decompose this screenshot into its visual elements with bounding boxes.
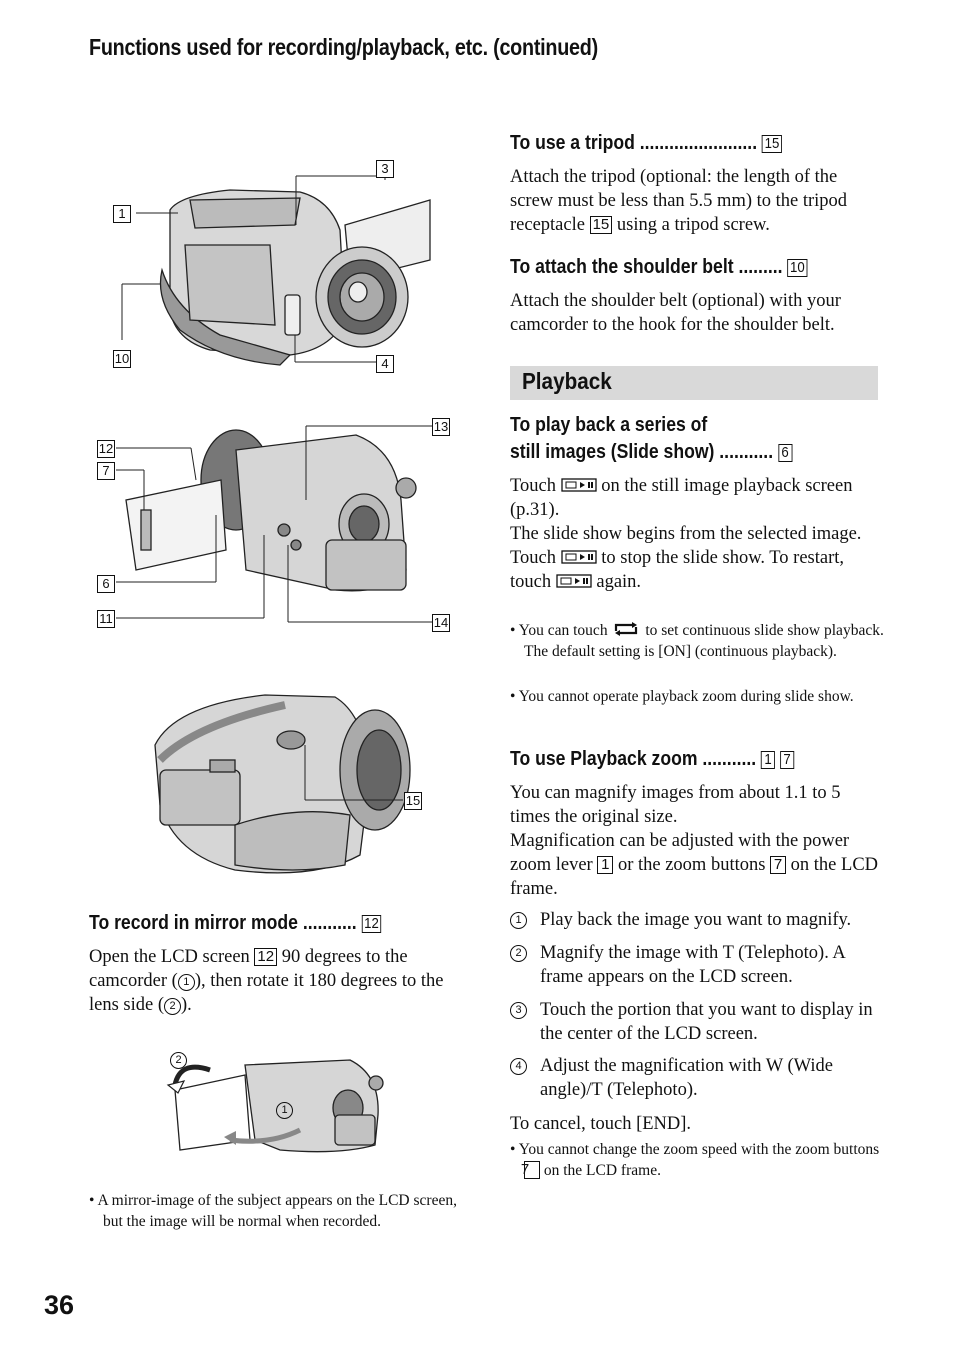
dot-leader: ...........: [697, 748, 757, 770]
callout-10: 10: [113, 350, 131, 368]
figure-circle-1: 1: [276, 1102, 293, 1119]
ref-1: 1: [761, 751, 776, 769]
callout-4: 4: [376, 355, 394, 373]
shoulder-belt-body: Attach the shoulder belt (optional) with…: [510, 291, 841, 335]
tripod-body: Attach the tripod (optional: the length …: [510, 167, 848, 235]
callout-1: 1: [113, 205, 131, 223]
tripod-heading: To use a tripod ........................…: [510, 132, 782, 155]
mirror-mode-body: Open the LCD screen 12 90 degrees to the…: [89, 947, 444, 1015]
ref-15: 15: [761, 135, 782, 153]
ref-6: 6: [777, 444, 793, 462]
playback-zoom-heading: To use Playback zoom ........... 1 7: [510, 748, 795, 771]
zoom-note: • You cannot change the zoom speed with …: [510, 1141, 880, 1179]
ref-12: 12: [361, 915, 382, 933]
playback-section-bar: Playback: [510, 366, 878, 400]
slideshow-button-icon: [560, 478, 597, 492]
slideshow-note-zoom: • You cannot operate playback zoom durin…: [510, 688, 854, 705]
camcorder-lcd-open-illustration: [116, 425, 432, 623]
camcorder-bottom-illustration: [154, 694, 411, 874]
repeat-icon: [615, 622, 638, 636]
mirror-mode-heading: To record in mirror mode ........... 12: [89, 912, 382, 935]
dot-leader: .........: [733, 256, 783, 278]
callout-11: 11: [97, 610, 115, 628]
dot-leader: ...........: [297, 912, 357, 934]
slideshow-heading-line2: still images (Slide show) ........... 6: [510, 441, 793, 464]
page-header: Functions used for recording/playback, e…: [89, 34, 598, 60]
playback-section-title: Playback: [522, 368, 612, 394]
mirror-mode-note: • A mirror-image of the subject appears …: [89, 1192, 457, 1230]
shoulder-belt-heading: To attach the shoulder belt ......... 10: [510, 256, 808, 279]
zoom-cancel-text: To cancel, touch [END].: [510, 1114, 692, 1134]
slideshow-body: Touch on the still image playback screen…: [510, 476, 862, 592]
callout-13: 13: [432, 418, 450, 436]
ref-7: 7: [780, 751, 795, 769]
mirror-rotation-illustration: [166, 1059, 384, 1153]
dot-leader: ...........: [714, 441, 774, 463]
callout-6: 6: [97, 575, 115, 593]
callout-7: 7: [97, 462, 115, 480]
playback-zoom-body: You can magnify images from about 1.1 to…: [510, 783, 879, 899]
callout-12: 12: [97, 440, 115, 458]
figure-circle-2: 2: [170, 1052, 187, 1069]
slideshow-heading-line1: To play back a series of: [510, 414, 708, 436]
camcorder-front-illustration: [121, 175, 431, 366]
slideshow-note-continuous: • You can touch to set continuous slide …: [510, 622, 884, 660]
page-number: 36: [44, 1290, 75, 1320]
dot-leader: ........................: [634, 132, 758, 154]
slideshow-button-icon: [556, 574, 592, 588]
callout-3: 3: [376, 160, 394, 178]
callout-15: 15: [404, 792, 422, 810]
callout-14: 14: [432, 614, 450, 632]
slideshow-button-icon: [560, 550, 597, 564]
ref-10: 10: [787, 259, 808, 277]
